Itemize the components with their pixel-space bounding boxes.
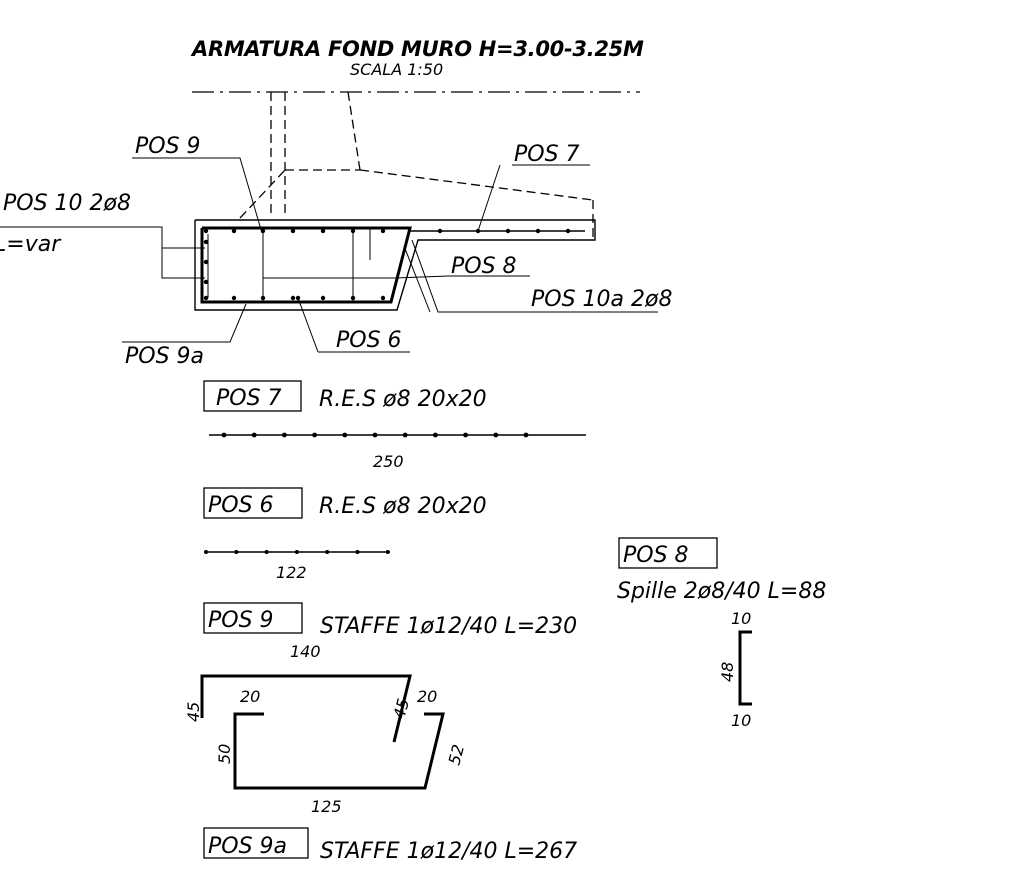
schedule-pos9a: POS 9a STAFFE 1ø12/40 L=267	[203, 827, 577, 864]
bar-dot	[312, 432, 317, 438]
tag-pos9a: POS 9a	[208, 834, 287, 859]
drawing-title: ARMATURA FOND MURO H=3.00-3.25M	[190, 37, 644, 61]
tag-box-pos7	[203, 380, 302, 412]
bar-dot	[402, 432, 408, 438]
length-pos6: 122	[276, 563, 307, 582]
rebar-dot	[380, 295, 386, 301]
rebar-dot	[203, 228, 209, 234]
label-pos6: POS 6	[336, 328, 402, 353]
tag-pos7: POS 7	[216, 386, 282, 411]
rebar-dot	[203, 295, 209, 301]
tag-box-pos8	[618, 537, 718, 569]
rebar-dot	[290, 228, 296, 234]
bar-dot	[372, 432, 378, 438]
rebar-dot	[320, 228, 326, 234]
tag-pos8: POS 8	[623, 543, 689, 568]
foundation-section	[0, 91, 658, 353]
label-lvar: L=var	[0, 232, 62, 257]
bar-dot	[251, 432, 257, 438]
drawing-scale: SCALA 1:50	[350, 60, 443, 79]
label-pos9: POS 9	[135, 134, 201, 159]
dim-pos9-bottom: 125	[311, 797, 342, 816]
rebar-dot	[320, 295, 326, 301]
bar-dots-pos6	[204, 550, 390, 554]
dim-pos9-top: 140	[290, 642, 321, 661]
label-pos9a: POS 9a	[125, 344, 204, 369]
dim-pos9-inner-right: 52	[445, 742, 469, 767]
stirrup-inner-pos9	[233, 712, 445, 790]
dim-pos9-right-hook: 20	[417, 687, 437, 706]
tag-box-pos9a	[203, 827, 309, 859]
schedule-pos8: POS 8 Spille 2ø8/40 L=88 10 48 10	[617, 537, 826, 730]
bar-dot	[355, 550, 360, 554]
footing-outline	[194, 219, 596, 311]
rebar-dot	[231, 228, 237, 234]
desc-pos9: STAFFE 1ø12/40 L=230	[320, 614, 577, 639]
rebar-dot	[203, 259, 209, 265]
dim-pos9-right-leg: 45	[390, 696, 414, 721]
tag-box-pos9	[203, 602, 303, 634]
dim-pos8-top: 10	[731, 609, 751, 628]
bar-dot	[282, 432, 287, 438]
rebar-dot	[505, 228, 511, 234]
label-pos10a: POS 10a 2ø8	[531, 287, 672, 312]
bar-dots-pos7	[221, 432, 529, 438]
bar-dot	[221, 432, 227, 438]
bar-dot	[523, 432, 529, 438]
dim-pos8-bottom: 10	[731, 711, 751, 730]
length-pos7: 250	[373, 452, 404, 471]
label-pos7: POS 7	[514, 142, 580, 167]
rebar-dot	[437, 228, 443, 234]
schedule-pos9: POS 9 STAFFE 1ø12/40 L=230 140 45 20 45 …	[184, 602, 577, 816]
tag-pos9: POS 9	[208, 608, 274, 633]
schedule-pos7: POS 7 R.E.S ø8 20x20 250	[203, 380, 586, 471]
label-pos8: POS 8	[451, 254, 517, 279]
bar-dot	[433, 432, 438, 438]
rebar-dot	[535, 228, 541, 234]
pin-shape-pos8	[738, 630, 752, 706]
rebar-dot	[231, 295, 237, 301]
rebar-dots	[203, 228, 571, 301]
bar-dot	[463, 432, 468, 438]
bar-dot	[385, 550, 390, 554]
label-pos10: POS 10 2ø8	[3, 191, 131, 216]
desc-pos7: R.E.S ø8 20x20	[319, 387, 487, 412]
dim-pos9-left-leg: 45	[184, 702, 203, 722]
rebar-dot	[350, 295, 356, 301]
stirrup-cage	[200, 226, 412, 304]
tag-pos6: POS 6	[208, 493, 274, 518]
desc-pos8: Spille 2ø8/40 L=88	[617, 579, 826, 604]
dim-pos9-inner-left: 50	[215, 744, 234, 764]
stirrup-shape-pos9	[200, 674, 412, 743]
bar-dot	[204, 550, 208, 554]
dim-pos9-left-hook: 20	[240, 687, 260, 706]
bar-dot	[294, 550, 299, 554]
rebar-dot	[260, 295, 266, 301]
dim-pos8-side: 48	[718, 662, 737, 682]
bar-dot	[342, 432, 348, 438]
desc-pos9a: STAFFE 1ø12/40 L=267	[320, 839, 577, 864]
rebar-dot	[380, 228, 386, 234]
rebar-dot	[350, 228, 356, 234]
rebar-dot	[203, 279, 209, 285]
rebar-dot	[565, 228, 571, 234]
schedule-pos6: POS 6 R.E.S ø8 20x20 122	[203, 487, 487, 582]
bar-dot	[234, 550, 239, 554]
bar-dot	[264, 550, 269, 554]
bar-dot	[325, 550, 330, 554]
tag-box-pos6	[203, 487, 303, 519]
desc-pos6: R.E.S ø8 20x20	[319, 494, 487, 519]
bar-dot	[493, 432, 499, 438]
rebar-dot	[203, 239, 209, 245]
rebar-dot	[290, 295, 296, 301]
